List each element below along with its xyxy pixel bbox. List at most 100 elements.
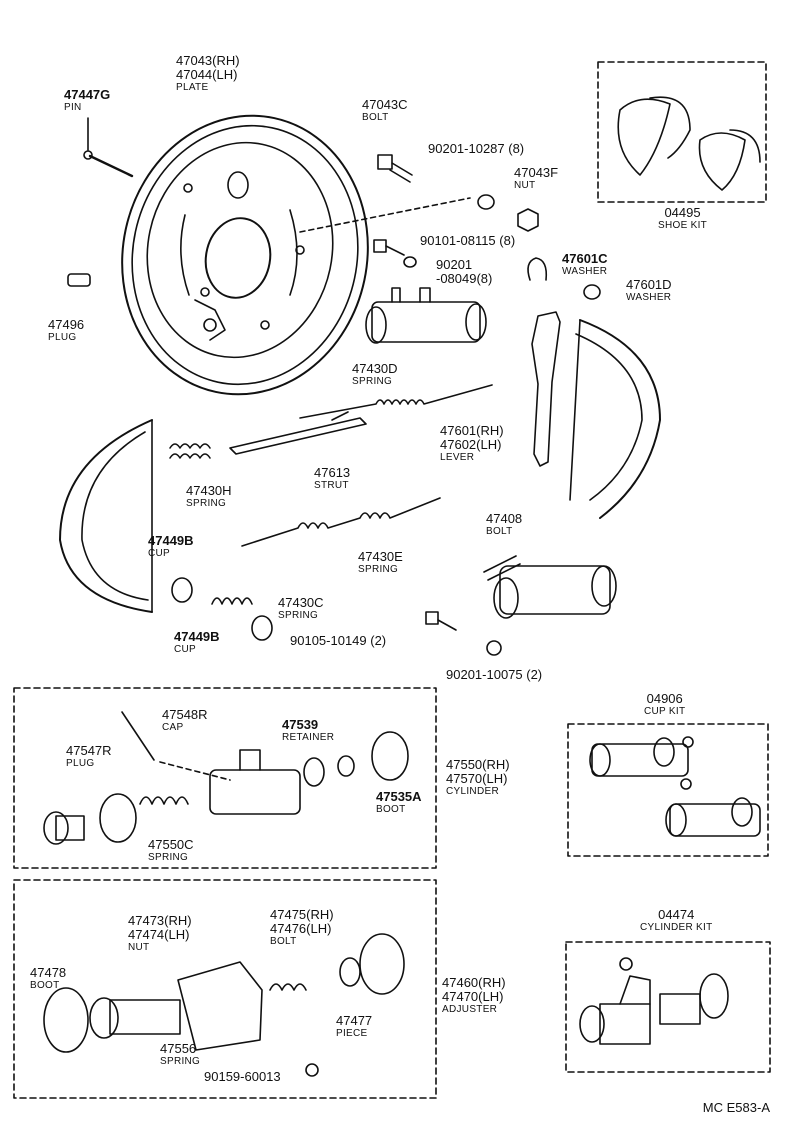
bolt-47475-name: BOLT xyxy=(270,936,297,947)
cup-47449b-bottom-pn: 47449B xyxy=(174,629,220,644)
cylinder-group-drawing xyxy=(43,711,409,845)
nut-47043f-name: NUT xyxy=(514,180,536,191)
cup-47449b-top-name: CUP xyxy=(148,548,171,559)
washer-47601d-name: WASHER xyxy=(626,292,672,303)
bolt-47043c-name: BOLT xyxy=(362,112,389,123)
shoe-kit-name: SHOE KIT xyxy=(658,220,708,231)
cup-kit-drawing xyxy=(589,736,761,837)
spring-47430c-name: SPRING xyxy=(278,610,319,621)
label-boot-47535a: 47535A BOOT xyxy=(376,789,422,816)
label-retainer-47539: 47539 RETAINER xyxy=(282,717,335,744)
piece-47477-name: PIECE xyxy=(336,1028,368,1039)
washer-10287-part xyxy=(477,194,495,210)
label-plug-47496: 47496 PLUG xyxy=(48,317,85,344)
lever-part xyxy=(531,311,561,467)
washer-47601d-part xyxy=(583,284,601,300)
label-washer-47601c: 47601C WASHER xyxy=(562,251,608,278)
label-bolt-47475: 47475(RH) 47476(LH) BOLT xyxy=(270,907,334,948)
adjuster-lh: 47470(LH) xyxy=(442,989,504,1004)
label-spring-47556: 47556 SPRING xyxy=(160,1042,200,1068)
strut-part xyxy=(229,411,367,455)
lever-lh: 47602(LH) xyxy=(440,437,502,452)
plate-rh: 47043(RH) xyxy=(176,53,240,68)
washer-47601d-pn: 47601D xyxy=(626,277,672,292)
label-bolt-47408: 47408 BOLT xyxy=(486,512,522,538)
adjuster-rh: 47460(RH) xyxy=(442,975,506,990)
spring-47430h-name: SPRING xyxy=(186,498,227,509)
spring-47430e-pn: 47430E xyxy=(358,549,403,564)
backing-plate xyxy=(121,114,369,396)
spring-47430c-pn: 47430C xyxy=(278,595,324,610)
cup-47449b-bottom-name: CUP xyxy=(174,644,197,655)
cylinder-name: CYLINDER xyxy=(446,786,499,797)
bolt-47475-rh: 47475(RH) xyxy=(270,907,334,922)
label-plate: 47043(RH) 47044(LH) PLATE xyxy=(176,53,240,94)
plug-47496-pn: 47496 xyxy=(48,317,85,332)
plug-47496-name: PLUG xyxy=(48,332,77,343)
pin-pn: 47447G xyxy=(64,87,111,102)
label-cup-47449b-top: 47449B CUP xyxy=(148,533,194,560)
label-bolt-90201-10287: 90201-10287 (8) xyxy=(428,142,524,156)
spring-47550c-name: SPRING xyxy=(148,852,189,863)
wheel-cylinder-lower xyxy=(493,565,617,619)
label-bolt-90101: 90101-08115 (8) xyxy=(420,234,515,248)
washer-90201-pn1: 90201 xyxy=(436,257,473,272)
label-washer-47601d: 47601D WASHER xyxy=(626,277,672,304)
lever-rh: 47601(RH) xyxy=(440,423,504,438)
pin-part xyxy=(83,117,134,178)
label-adjuster: 47460(RH) 47470(LH) ADJUSTER xyxy=(442,975,506,1016)
spring-47430d-part xyxy=(299,384,493,419)
spring-47430h-part xyxy=(169,443,211,459)
left-brake-shoe xyxy=(59,419,153,613)
label-bolt-90105: 90105-10149 (2) xyxy=(290,634,386,648)
label-spring-47430e: 47430E SPRING xyxy=(358,549,403,576)
cylinder-kit-drawing xyxy=(579,957,729,1045)
nut-47043f-pn: 47043F xyxy=(514,165,559,180)
label-bolt-47043c: 47043C BOLT xyxy=(362,98,408,124)
label-washer-90201: 90201 -08049(8) xyxy=(436,258,492,286)
cup-bottom-part xyxy=(251,615,273,641)
adjuster-group-drawing xyxy=(43,933,405,1077)
boot-47478-name: BOOT xyxy=(30,980,60,991)
label-cylinder: 47550(RH) 47570(LH) CYLINDER xyxy=(446,757,510,798)
bolt-90101-pn: 90101-08115 (8) xyxy=(420,233,516,248)
retainer-47539-pn: 47539 xyxy=(282,717,319,732)
nut-47474-lh: 47474(LH) xyxy=(128,927,190,942)
cylinder-group-box xyxy=(13,687,437,869)
label-washer-90201-10075: 90201-10075 (2) xyxy=(446,668,542,682)
retainer-47539-name: RETAINER xyxy=(282,732,335,743)
boot-47535a-pn: 47535A xyxy=(376,789,422,804)
adjuster-name: ADJUSTER xyxy=(442,1004,498,1015)
cylinder-kit-box xyxy=(565,941,771,1073)
piece-47477-pn: 47477 xyxy=(336,1013,373,1028)
label-plug-47547r: 47547R PLUG xyxy=(66,743,112,770)
label-piece-47477: 47477 PIECE xyxy=(336,1013,373,1040)
wheel-cylinder-upper xyxy=(365,287,487,344)
spring-47430d-name: SPRING xyxy=(352,376,393,387)
bolt-90201-10287-pn: 90201-10287 (8) xyxy=(428,141,525,156)
plate-name: PLATE xyxy=(176,82,209,93)
cup-kit-pn: 04906 xyxy=(646,691,683,706)
nut-47473-rh: 47473(RH) xyxy=(128,913,192,928)
cap-47548r-pn: 47548R xyxy=(162,707,208,722)
leader-dashed xyxy=(299,197,471,233)
spring-47430e-part xyxy=(241,497,441,547)
bolt-90101-part xyxy=(373,239,405,256)
shoe-kit-drawing xyxy=(617,96,761,191)
label-spring-47550c: 47550C SPRING xyxy=(148,838,194,864)
label-strut: 47613 STRUT xyxy=(314,466,350,492)
label-pin: 47447G PIN xyxy=(64,87,111,114)
right-brake-shoe xyxy=(569,319,661,519)
plug-47547r-pn: 47547R xyxy=(66,743,112,758)
cup-47449b-top-pn: 47449B xyxy=(148,533,194,548)
pin-name: PIN xyxy=(64,102,82,113)
bolt-90105-part xyxy=(425,611,457,631)
bolt-90105-pn: 90105-10149 (2) xyxy=(290,633,387,648)
bolt-47476-lh: 47476(LH) xyxy=(270,921,332,936)
cylinder-rh: 47550(RH) xyxy=(446,757,510,772)
plug-47547r-name: PLUG xyxy=(66,758,95,769)
label-screw-90159: 90159-60013 xyxy=(204,1070,281,1084)
washer-47601c-name: WASHER xyxy=(562,266,608,277)
washer-47601c-pn: 47601C xyxy=(562,251,608,266)
